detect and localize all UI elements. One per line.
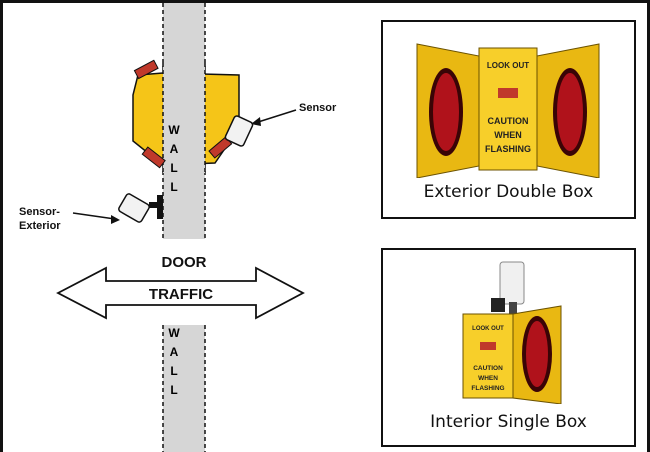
traffic-label: TRAFFIC — [148, 286, 214, 303]
red-light-bottom-left — [141, 146, 166, 169]
product-caption: Exterior Double Box — [423, 182, 594, 202]
sensor-exterior-arrow — [72, 212, 116, 220]
sign-text-when: WHEN — [494, 130, 522, 140]
sensor-arrow — [254, 109, 297, 124]
sensor-exterior-label-line2: Exterior — [19, 220, 61, 232]
sign-text-caution: CAUTION — [488, 116, 529, 126]
sign-text-flashing: FLASHING — [485, 144, 531, 154]
sensor-bracket — [149, 202, 161, 208]
sensor-exterior-label-line1: Sensor- — [19, 206, 60, 218]
wall-letter: L — [170, 161, 178, 175]
sign-text-look-out: LOOK OUT — [487, 61, 529, 70]
wall-overlay — [163, 63, 205, 173]
exterior-sensor-shape — [118, 193, 150, 223]
sensor-shape — [224, 115, 254, 147]
interior-single-box-card: LOOK OUT CAUTION WHEN FLASHING Interior … — [381, 248, 636, 447]
red-light-top-left — [133, 59, 159, 80]
door-layout-diagram — [56, 3, 305, 452]
sensor-label: Sensor — [299, 102, 337, 114]
wall-letter: A — [169, 142, 179, 156]
sign-text-flashing: FLASHING — [471, 385, 504, 392]
wall-letter: W — [168, 326, 180, 340]
wall-letter: W — [168, 123, 180, 137]
sign-text-look-out: LOOK OUT — [472, 326, 504, 332]
sign-text-when: WHEN — [478, 375, 498, 382]
wall-letter: A — [169, 345, 179, 359]
exterior-double-box-image: LOOK OUT CAUTION WHEN FLASHING — [416, 43, 600, 178]
wall-letter: L — [170, 364, 178, 378]
wall-letter: L — [170, 180, 178, 194]
wall-letter: L — [170, 383, 178, 397]
traffic-double-arrow — [56, 266, 305, 320]
sign-text-caution: CAUTION — [473, 365, 503, 372]
interior-single-box-image: LOOK OUT CAUTION WHEN FLASHING — [462, 261, 562, 404]
exterior-double-box-card: LOOK OUT CAUTION WHEN FLASHING Exterior … — [381, 20, 636, 219]
door-label: DOOR — [161, 254, 207, 271]
product-caption: Interior Single Box — [430, 412, 587, 432]
sensor-unit — [499, 261, 525, 305]
